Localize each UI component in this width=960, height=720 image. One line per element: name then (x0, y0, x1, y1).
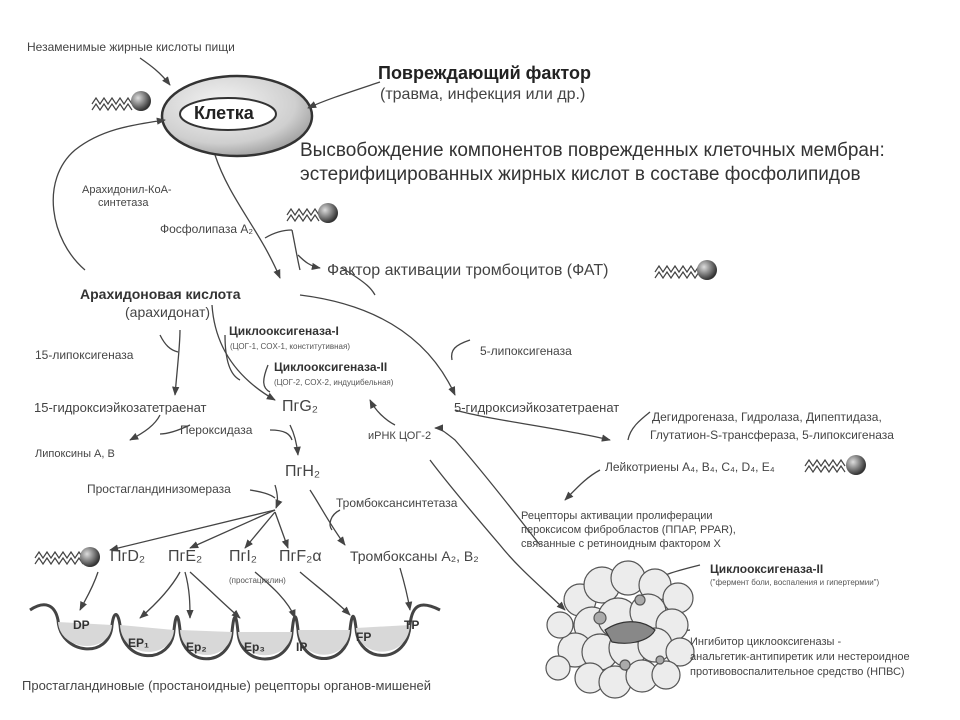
damage-factor-subtitle: (травма, инфекция или др.) (380, 86, 586, 103)
cell-icon (160, 74, 314, 158)
receptor-fp: FP (356, 630, 372, 644)
damage-factor-title: Повреждающий фактор (378, 63, 591, 83)
phospholipase-label: Фосфолипаза A₂ (160, 222, 253, 236)
thromboxanes-label: Тромбоксаны A₂, B₂ (350, 548, 479, 564)
pgg2-label: ПгG₂ (282, 398, 318, 415)
phospholipid-icon-pgd2 (34, 547, 100, 567)
receptor-ep3: Ep₃ (244, 640, 265, 654)
prostacyclin-label: (простациклин) (229, 576, 286, 585)
nsaid-line3: противовоспалительное средство (НПВС) (690, 666, 905, 678)
receptors-caption: Простагландиновые (простаноидные) рецепт… (22, 678, 432, 693)
tx-synthase-label: Тромбоксансинтетаза (336, 496, 458, 510)
lipoxins-label: Липоксины A, B (35, 448, 115, 460)
lipoxygenase5-label: 5-липоксигеназа (480, 344, 572, 358)
cox2-label: Циклооксигеназа-II (274, 360, 388, 374)
membrane-release-line2: эстерифицированных жирных кислот в соста… (300, 164, 861, 185)
leukotriene-enzymes-line1: Дегидрогеназа, Гидролаза, Дипептидаза, (652, 410, 882, 424)
receptor-dp: DP (73, 618, 90, 632)
isomerase-label: Простагландинизомераза (87, 482, 231, 496)
nsaid-line1: Ингибитор циклооксигеназы - (690, 636, 842, 648)
receptor-ep1: EP₁ (128, 636, 149, 650)
pathway-arrows (52, 57, 701, 639)
cox1-label: Циклооксигеназа-I (229, 324, 339, 338)
membrane-release-line1: Высвобождение компонентов поврежденных к… (300, 140, 885, 161)
receptor-ep2: Ep₂ (186, 640, 207, 654)
acyl-coa-synthetase-line2: синтетаза (98, 197, 149, 209)
receptor-tp: TP (404, 618, 420, 632)
lipoxygenase15-label: 15-липоксигеназа (35, 348, 134, 362)
cox2-right-note: ("фермент боли, воспаления и гипертермии… (710, 578, 880, 587)
arachidonate-label: (арахидонат) (125, 304, 211, 320)
cox2-mrna-label: иРНК ЦОГ-2 (368, 430, 432, 442)
acyl-coa-synthetase-line1: Арахидонил-КоА- (82, 184, 172, 196)
cox1-note: (ЦОГ-1, COX-1, конститутивная) (230, 342, 351, 351)
pge2-label: ПгE₂ (168, 548, 203, 565)
cox2-enzyme-molecule (545, 560, 695, 699)
hete15-label: 15-гидроксиэйкозатетраенат (34, 400, 207, 415)
ppar-line3: связанные с ретиноидным фактором X (521, 538, 721, 550)
hete5-label: 5-гидроксиэйкозатетраенат (454, 400, 620, 415)
receptor-ip: IP (296, 640, 308, 654)
phospholipid-icon-cell (91, 91, 151, 112)
leukotrienes-label: Лейкотриены A₄, B₄, C₄, D₄, E₄ (605, 460, 775, 474)
cox2-right-label: Циклооксигеназа-II (710, 562, 824, 576)
cox2-note: (ЦОГ-2, COX-2, индуцибельная) (274, 378, 394, 387)
phospholipid-icon-pla2 (286, 203, 338, 223)
pgi2-label: ПгI₂ (229, 548, 257, 565)
pgd2-label: ПгD₂ (110, 548, 146, 565)
ppar-line2: пероксисом фибробластов (ППАР, PPAR), (521, 524, 736, 536)
receptor-membrane (29, 603, 441, 661)
arachidonic-acid-label: Арахидоновая кислота (80, 286, 241, 302)
phospholipid-icon-leukotrienes (804, 455, 866, 475)
leukotriene-enzymes-line2: Глутатион-S-трансфераза, 5-липоксигеназа (650, 428, 894, 442)
cell-label: Клетка (194, 103, 254, 123)
ppar-line1: Рецепторы активации пролиферации (521, 510, 713, 522)
pgh2-label: ПгH₂ (285, 463, 321, 480)
paf-label: Фактор активации тромбоцитов (ФАТ) (327, 262, 609, 279)
pgf2a-label: ПгF₂α (279, 548, 322, 565)
nsaid-line2: анальгетик-антипиретик или нестероидное (690, 651, 910, 663)
food-fatty-acids-label: Незаменимые жирные кислоты пищи (27, 40, 235, 54)
phospholipid-icon-paf (654, 260, 717, 280)
peroxidase-label: Пероксидаза (180, 423, 253, 437)
